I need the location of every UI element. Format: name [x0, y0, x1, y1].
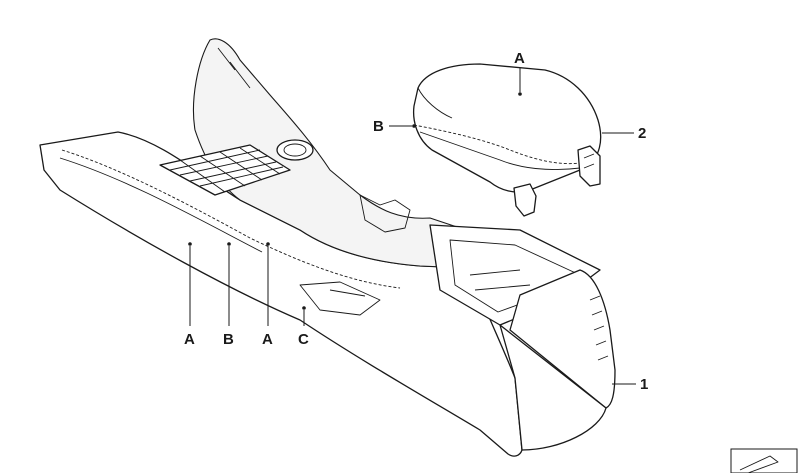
callout-armrest-2: 2 — [602, 125, 646, 142]
callout-console-a-right: A — [262, 242, 273, 348]
callout-console-c: C — [298, 306, 309, 348]
center-console-body — [39, 38, 616, 457]
svg-text:A: A — [514, 50, 525, 67]
svg-text:B: B — [223, 331, 234, 348]
callout-console-b: B — [223, 242, 234, 348]
svg-text:C: C — [298, 331, 309, 348]
svg-text:A: A — [262, 331, 273, 348]
svg-text:1: 1 — [640, 376, 648, 393]
callout-armrest-a: A — [514, 50, 525, 96]
svg-text:B: B — [373, 118, 384, 135]
svg-text:A: A — [184, 331, 195, 348]
armrest-lid — [412, 63, 602, 217]
svg-text:2: 2 — [638, 125, 646, 142]
callout-console-a-left: A — [184, 242, 195, 348]
diagram-reference-icon — [730, 448, 798, 473]
callout-armrest-b: B — [373, 118, 416, 135]
callout-console-1: 1 — [612, 376, 648, 393]
